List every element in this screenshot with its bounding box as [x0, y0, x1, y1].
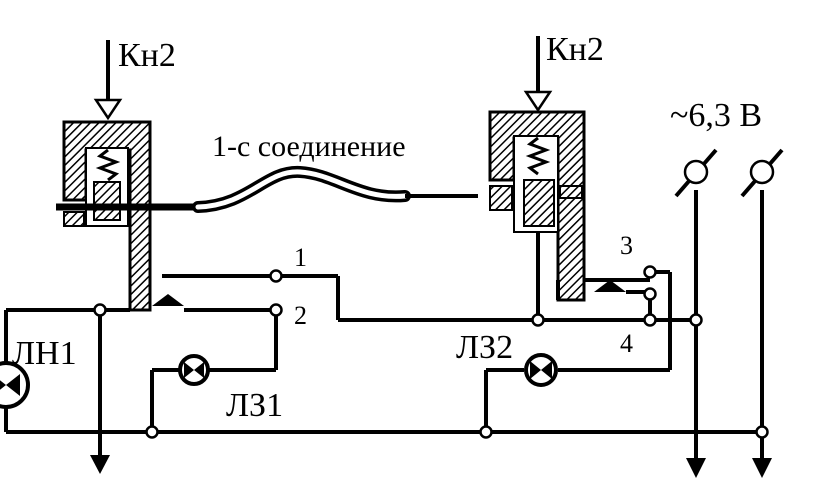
lamp-lz2-label: ЛЗ2 [456, 329, 513, 366]
left-button-press-arrow-head [93, 98, 123, 121]
supply-terminal-left [683, 159, 709, 185]
right-button-kn2: Кн2 [488, 31, 626, 302]
left-button-lower-block [63, 211, 85, 227]
right-button-plunger [523, 179, 555, 227]
lamp-lz1 [178, 354, 210, 386]
flexible-connection: 1-с соединение [192, 130, 478, 213]
right-button-spring [525, 136, 551, 176]
contact-4-label: 4 [620, 329, 633, 358]
circuit-nodes [93, 159, 775, 439]
left-button-contact-tip [152, 294, 184, 306]
contact-3-label: 3 [620, 231, 633, 260]
lamp-lz2 [524, 353, 558, 387]
contact-1-label: 1 [294, 243, 307, 272]
left-button-spring [95, 148, 121, 182]
connection-label: 1-с соединение [212, 130, 406, 163]
left-button-kn2: Кн2 [56, 37, 200, 312]
right-button-left-block [489, 185, 513, 211]
lamp-lz1-label: ЛЗ1 [226, 387, 283, 424]
right-button-right-block [559, 185, 583, 199]
voltage-label: ~6,3 В [670, 97, 762, 134]
contact-2-label: 2 [294, 301, 307, 330]
lamp-ln1-label: ЛН1 [12, 335, 77, 372]
right-button-press-arrow-head [523, 90, 553, 113]
right-button-label: Кн2 [546, 31, 604, 68]
supply-terminal-right [749, 159, 775, 185]
right-button-contact-tip [594, 280, 626, 292]
left-button-plunger [93, 181, 121, 221]
lamp-ln1 [0, 361, 30, 409]
left-button-label: Кн2 [118, 37, 176, 74]
